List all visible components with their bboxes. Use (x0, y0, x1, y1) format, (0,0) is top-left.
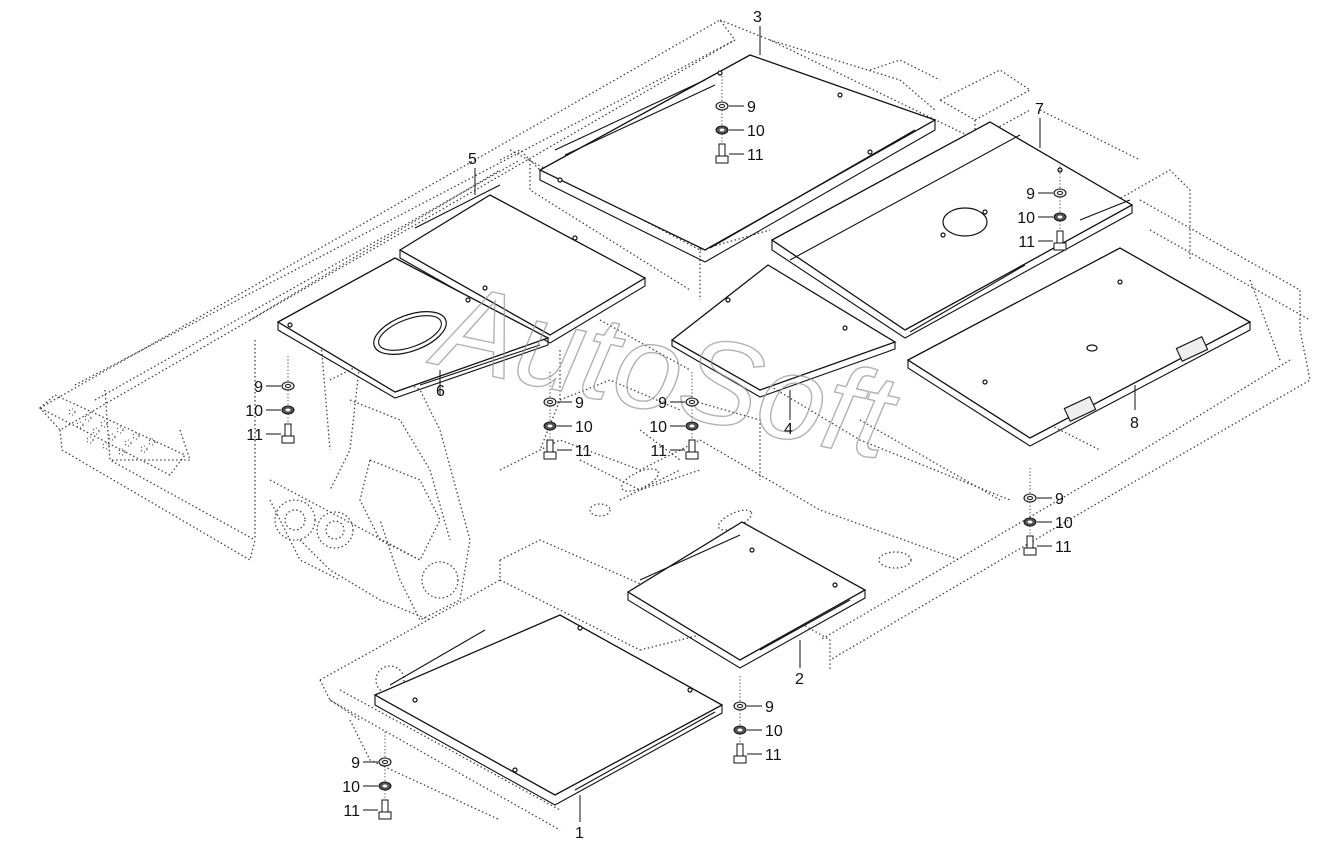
hardware-label-bolt: 11 (246, 427, 263, 444)
bolt-head-icon (1023, 547, 1037, 556)
hardware-label-washer_a: 9 (658, 395, 667, 412)
bolt-shank-icon (546, 439, 554, 453)
hardware-label-washer_b: 10 (245, 403, 263, 420)
hardware-label-washer_b: 10 (575, 419, 593, 436)
stack-plate-4: 9 10 11 (649, 372, 699, 460)
bolt-shank-icon (1056, 230, 1064, 244)
plate-7 (770, 121, 1134, 339)
callouts: 3 5 7 6 4 8 2 1 (436, 9, 1139, 842)
callout-5: 5 (468, 151, 477, 168)
hardware-label-bolt: 11 (650, 443, 667, 460)
hardware-label-washer_b: 10 (342, 779, 360, 796)
lock-washer-hole (1027, 520, 1033, 524)
plate-4 (670, 264, 897, 398)
callout-1: 1 (575, 825, 584, 842)
bolt-shank-icon (688, 439, 696, 453)
stack-plate-3: 9 10 11 (715, 76, 765, 164)
stack-plate-6: 9 10 11 (245, 356, 295, 444)
hardware-label-washer_b: 10 (765, 723, 783, 740)
plate-1 (373, 614, 724, 806)
hardware-label-washer_b: 10 (747, 123, 765, 140)
plate-5 (398, 184, 647, 344)
bolt-head-icon (715, 155, 729, 164)
plate-6 (276, 257, 550, 399)
hardware-stacks: 9 10 11 9 10 11 9 10 11 9 10 11 9 10 11 9 10 11 9 10 11 9 10 11 (245, 76, 1073, 820)
hardware-label-bolt: 11 (575, 443, 592, 460)
bolt-shank-icon (1026, 535, 1034, 549)
bolt-head-icon (1053, 242, 1067, 251)
hardware-label-bolt: 11 (747, 147, 764, 164)
washer-hole (285, 384, 291, 388)
washer-hole (689, 400, 695, 404)
hardware-label-washer_a: 9 (765, 699, 774, 716)
bolt-shank-icon (718, 143, 726, 157)
callout-4: 4 (784, 421, 793, 438)
lock-washer-hole (547, 424, 553, 428)
bolt-head-icon (378, 811, 392, 820)
lock-washer-hole (382, 784, 388, 788)
washer-hole (1057, 191, 1063, 195)
lock-washer-hole (719, 128, 725, 132)
step-plate-holes (68, 408, 156, 456)
lock-washer-hole (1057, 215, 1063, 219)
hardware-label-washer_a: 9 (351, 755, 360, 772)
bolt-head-icon (543, 451, 557, 460)
stack-plate-1: 9 10 11 (342, 732, 392, 820)
bolt-shank-icon (736, 743, 744, 757)
hardware-label-bolt: 11 (1055, 539, 1072, 556)
bolt-head-icon (281, 435, 295, 444)
lock-washer-hole (285, 408, 291, 412)
hardware-label-washer_b: 10 (1055, 515, 1073, 532)
bolt-head-icon (733, 755, 747, 764)
lock-washer-hole (737, 728, 743, 732)
bolt-head-icon (685, 451, 699, 460)
plate-8 (906, 247, 1252, 447)
plate-2 (626, 521, 867, 669)
callout-7: 7 (1035, 101, 1044, 118)
hardware-label-bolt: 11 (1018, 234, 1035, 251)
stack-plate-7: 9 10 11 (1017, 163, 1067, 251)
callout-6: 6 (436, 383, 445, 400)
lock-washer-hole (689, 424, 695, 428)
hardware-label-washer_a: 9 (747, 99, 756, 116)
callout-2: 2 (795, 671, 804, 688)
stack-plate-8: 9 10 11 (1023, 468, 1073, 556)
washer-hole (737, 704, 743, 708)
hardware-label-bolt: 11 (765, 747, 782, 764)
stack-plate-5: 9 10 11 (543, 372, 593, 460)
bolt-shank-icon (381, 799, 389, 813)
washer-hole (382, 760, 388, 764)
hardware-label-washer_b: 10 (1017, 210, 1035, 227)
hardware-label-washer_a: 9 (575, 395, 584, 412)
washer-hole (1027, 496, 1033, 500)
hardware-label-bolt: 11 (343, 803, 360, 820)
hardware-label-washer_a: 9 (254, 379, 263, 396)
washer-hole (547, 400, 553, 404)
washer-hole (719, 104, 725, 108)
bolt-shank-icon (284, 423, 292, 437)
stack-plate-2: 9 10 11 (733, 676, 783, 764)
hardware-label-washer_b: 10 (649, 419, 667, 436)
hardware-label-washer_a: 9 (1026, 186, 1035, 203)
plate-3 (538, 54, 937, 263)
hardware-label-washer_a: 9 (1055, 491, 1064, 508)
callout-3: 3 (753, 9, 762, 26)
callout-8: 8 (1130, 415, 1139, 432)
